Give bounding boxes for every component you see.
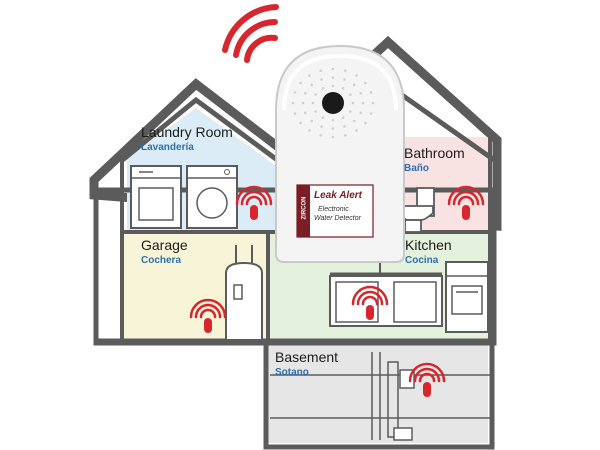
sensor-hole (322, 92, 344, 114)
attic-line-left (118, 96, 282, 165)
dryer-icon (186, 165, 238, 229)
garage-label-es: Cochera (141, 255, 182, 266)
device-label-band (297, 185, 310, 237)
device-side-text: ZIRCON (301, 196, 308, 220)
leak-sensor-icon (189, 298, 227, 333)
laundry-room-label: Laundry Room (141, 124, 233, 140)
leak-sensor-icon (447, 185, 485, 220)
leak-sensor-icon (351, 285, 389, 320)
washer-icon (130, 165, 182, 229)
wifi-signal-icon (222, 4, 279, 63)
kitchen-label-es: Cocina (405, 255, 439, 266)
water-heater-icon (225, 245, 263, 341)
leak-alert-device (275, 44, 405, 263)
laundry-room-label-es: Lavandería (141, 142, 194, 153)
leak-sensor-icon (408, 362, 446, 397)
garage-label: Garage (141, 237, 188, 253)
leak-sensor-icon (235, 185, 273, 220)
stove-icon (445, 261, 489, 333)
basement-label-es: Sotano (275, 367, 309, 378)
toilet-icon (398, 187, 435, 233)
bathroom-label-es: Baño (404, 163, 429, 174)
basement-label: Basement (275, 349, 339, 365)
basement-walls (263, 340, 495, 450)
basement-area (268, 345, 488, 443)
device-desc-line2: Water Detector (314, 215, 361, 222)
sump-pump-icon (270, 352, 490, 441)
speaker-grille (291, 67, 375, 139)
kitchen-label: Kitchen (405, 237, 452, 253)
device-desc-line1: Electronic (318, 206, 349, 213)
bathroom-label: Bathroom (404, 145, 465, 161)
device-brand: Leak Alert (314, 190, 362, 201)
